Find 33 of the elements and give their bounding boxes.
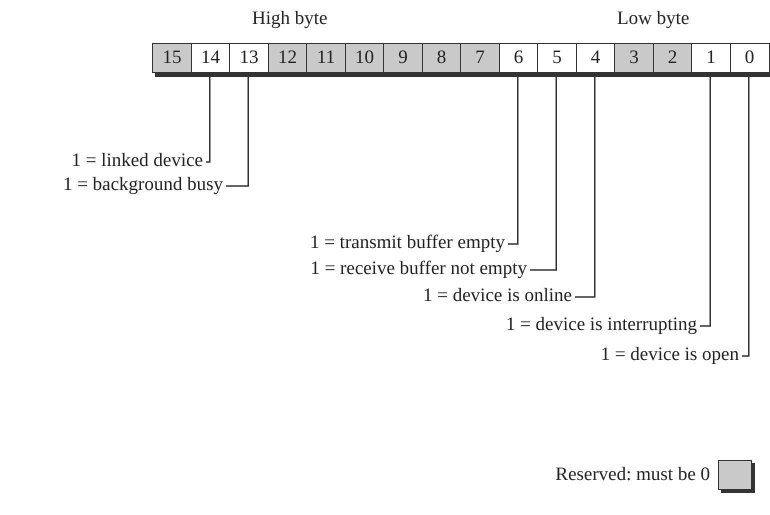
byte-heading: Low byte <box>617 8 690 30</box>
leader-line <box>508 77 518 245</box>
bit-cell: 7 <box>460 43 500 73</box>
bit-description: 1 = device is interrupting <box>506 314 697 336</box>
leader-line <box>700 77 711 327</box>
bit-cell: 0 <box>730 43 770 73</box>
bit-cell: 15 <box>152 43 192 73</box>
bit-cell: 4 <box>576 43 616 73</box>
bit-description: 1 = device is online <box>423 285 572 307</box>
byte-heading: High byte <box>252 8 328 30</box>
legend-text: Reserved: must be 0 <box>555 464 710 486</box>
bit-description: 1 = linked device <box>71 150 203 172</box>
bit-description: 1 = transmit buffer empty <box>310 232 505 254</box>
bit-cell: 3 <box>614 43 654 73</box>
bit-cell: 9 <box>383 43 423 73</box>
bit-description: 1 = receive buffer not empty <box>310 258 527 280</box>
bit-cell: 1 <box>691 43 731 73</box>
bit-description: 1 = background busy <box>62 174 223 196</box>
leader-line <box>575 77 596 298</box>
bit-cell: 11 <box>306 43 346 73</box>
bit-cell: 5 <box>537 43 577 73</box>
leader-line <box>226 77 249 187</box>
bit-cell: 8 <box>422 43 462 73</box>
bit-cell: 6 <box>498 43 538 73</box>
bit-cell: 12 <box>268 43 308 73</box>
bit-cell: 2 <box>652 43 692 73</box>
leader-line <box>530 77 557 271</box>
bit-cell: 10 <box>344 43 384 73</box>
leader-line <box>742 77 750 357</box>
bit-cell: 14 <box>190 43 230 73</box>
bit-cell: 13 <box>229 43 269 73</box>
bit-description: 1 = device is open <box>600 344 739 366</box>
leader-line <box>206 77 210 163</box>
